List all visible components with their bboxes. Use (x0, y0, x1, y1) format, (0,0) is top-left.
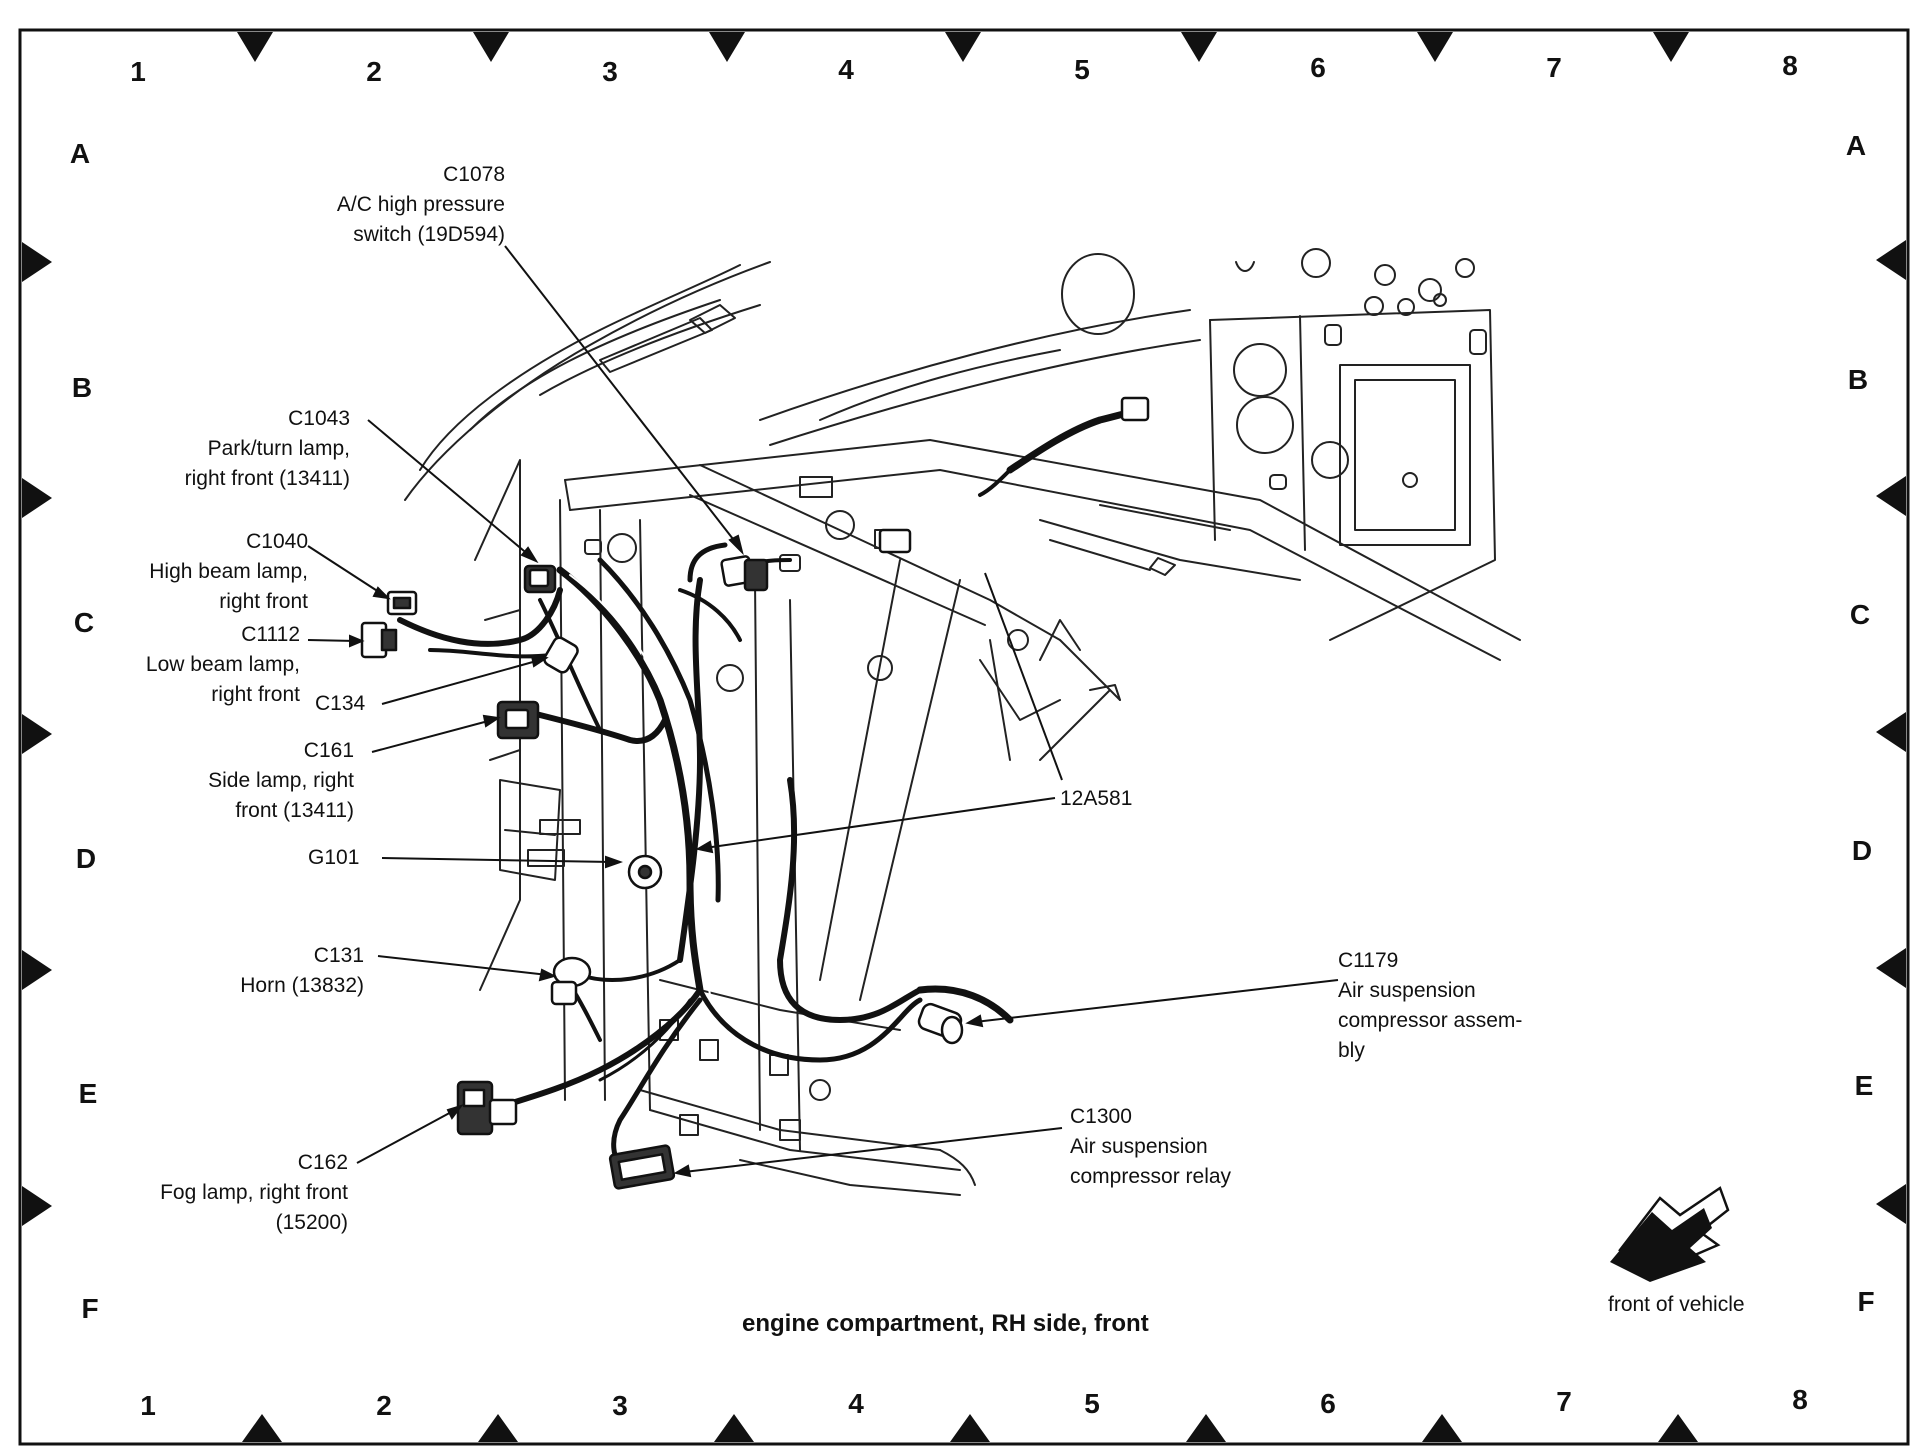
callout-c1300-id: C1300 (1070, 1105, 1132, 1128)
diagram-frame (18, 28, 1910, 1446)
callout-c161: C161 Side lamp, right front (13411) (208, 736, 354, 826)
callout-c131-line1: Horn (13832) (240, 974, 364, 997)
connector-c134 (543, 636, 579, 674)
callout-c162-line2: (15200) (275, 1211, 348, 1234)
callout-c1179-line1: Air suspension (1338, 979, 1476, 1002)
grid-col-5-top: 5 (1074, 54, 1090, 85)
connector-c1043 (523, 564, 557, 594)
grid-row-a-right: A (1845, 130, 1867, 161)
left-border-markers (22, 242, 52, 1226)
grid-col-2-top: 2 (366, 56, 382, 87)
callout-c1078-line2: switch (19D594) (353, 223, 505, 246)
callout-c1112-line2: right front (211, 683, 300, 706)
vehicle-structure (404, 248, 1521, 1196)
grid-row-a-left: A (69, 138, 91, 169)
connector-c1040 (386, 590, 418, 616)
grid-col-4-bottom: 4 (848, 1388, 864, 1419)
grid-row-d-left: D (75, 843, 97, 874)
callout-c131: C131 Horn (13832) (240, 941, 364, 1001)
callout-c1112-line1: Low beam lamp, (145, 653, 300, 676)
callout-c1040-id: C1040 (246, 530, 308, 553)
callout-c1179-line3: bly (1338, 1039, 1365, 1062)
connector-c1179 (917, 1002, 964, 1045)
grid-col-8-top: 8 (1782, 50, 1798, 81)
harness-clip-top (878, 396, 1150, 554)
grid-col-1-bottom: 1 (140, 1390, 156, 1421)
callout-c1300: C1300 Air suspension compressor relay (1070, 1102, 1231, 1192)
callout-c1078-line1: A/C high pressure (336, 193, 505, 216)
grid-col-8-bottom: 8 (1792, 1384, 1808, 1415)
connector-c1078 (720, 555, 769, 592)
callout-c134-id: C134 (315, 692, 366, 715)
connector-c1112 (360, 621, 398, 659)
callout-c1043-id: C1043 (288, 407, 350, 430)
callout-c1179-id: C1179 (1338, 949, 1399, 972)
callout-c1112-id: C1112 (241, 623, 300, 646)
callout-12a581-id: 12A581 (1060, 787, 1133, 810)
callout-g101: G101 (308, 843, 359, 873)
right-border-markers (1876, 240, 1906, 1224)
leader-lines (307, 245, 1339, 1178)
grid-row-b-right: B (1847, 364, 1869, 395)
callout-c1040-line2: right front (219, 590, 308, 613)
grid-col-3-top: 3 (602, 56, 618, 87)
callout-12a581: 12A581 (1060, 784, 1132, 814)
grid-col-7-bottom: 7 (1556, 1386, 1572, 1417)
callout-c162: C162 Fog lamp, right front (15200) (160, 1148, 348, 1238)
callout-c1043: C1043 Park/turn lamp, right front (13411… (185, 404, 350, 494)
callout-c1300-line1: Air suspension (1070, 1135, 1208, 1158)
callout-c161-id: C161 (303, 739, 354, 762)
callout-c1040-line1: High beam lamp, (149, 560, 308, 583)
connector-c1300 (608, 1144, 676, 1190)
callout-c1043-line2: right front (13411) (184, 467, 350, 490)
connector-c162 (456, 1080, 518, 1136)
callout-c131-id: C131 (313, 944, 364, 967)
callout-c134: C134 (315, 689, 365, 719)
callout-c161-line1: Side lamp, right (208, 769, 354, 792)
grid-col-5-bottom: 5 (1084, 1388, 1100, 1419)
grid-col-3-bottom: 3 (612, 1390, 628, 1421)
callout-c161-line2: front (13411) (235, 799, 354, 822)
diagram-caption: engine compartment, RH side, front (742, 1310, 1149, 1337)
callout-c1179-line2: compressor assem- (1338, 1009, 1523, 1032)
callout-c1078-id: C1078 (443, 163, 505, 186)
grid-col-7-top: 7 (1546, 52, 1562, 83)
top-border-markers (237, 32, 1689, 62)
callout-c162-id: C162 (297, 1151, 348, 1174)
grid-row-f-right: F (1857, 1286, 1875, 1317)
callout-c1179: C1179 Air suspension compressor assem- b… (1338, 946, 1522, 1066)
connector-c131 (550, 956, 592, 1006)
grid-col-1-top: 1 (130, 56, 146, 87)
callout-c1040: C1040 High beam lamp, right front (149, 527, 308, 617)
grid-row-e-left: E (78, 1078, 98, 1109)
grid-row-c-right: C (1849, 599, 1871, 630)
grid-row-f-left: F (81, 1293, 99, 1324)
callout-c1300-line2: compressor relay (1070, 1165, 1232, 1188)
grid-col-6-bottom: 6 (1320, 1388, 1336, 1419)
grid-row-c-left: C (73, 607, 95, 638)
grid-col-2-bottom: 2 (376, 1390, 392, 1421)
grid-col-4-top: 4 (838, 54, 854, 85)
connector-c161 (496, 700, 540, 740)
front-of-vehicle-label: front of vehicle (1608, 1293, 1745, 1316)
front-of-vehicle-arrow (1610, 1186, 1730, 1282)
grid-row-e-right: E (1854, 1070, 1874, 1101)
callout-g101-id: G101 (308, 846, 360, 869)
callout-c1043-line1: Park/turn lamp, (207, 437, 350, 460)
callout-c162-line1: Fog lamp, right front (160, 1181, 348, 1204)
grid-col-6-top: 6 (1310, 52, 1326, 83)
bottom-border-markers (242, 1414, 1698, 1442)
callout-c1112: C1112 Low beam lamp, right front (146, 620, 300, 710)
grid-row-d-right: D (1851, 835, 1873, 866)
callout-c1078: C1078 A/C high pressure switch (19D594) (337, 160, 505, 250)
ground-g101 (627, 854, 663, 890)
grid-row-b-left: B (71, 372, 93, 403)
connectors (360, 396, 1150, 1190)
